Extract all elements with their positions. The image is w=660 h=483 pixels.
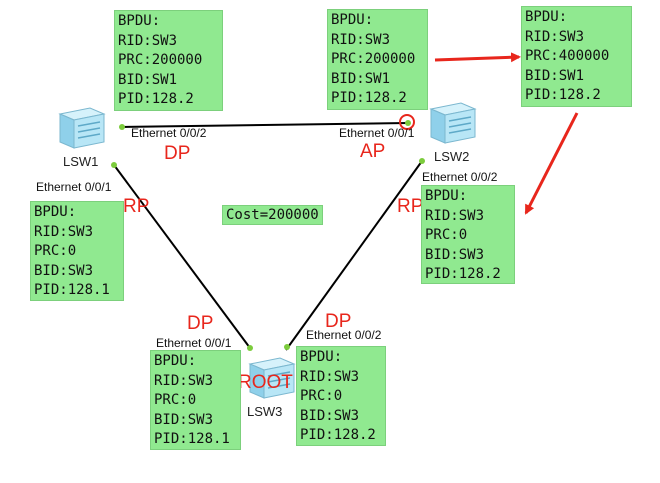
red-arrow-icon bbox=[524, 112, 579, 215]
bpdu-line: PRC:0 bbox=[425, 227, 468, 243]
red-arrow-icon bbox=[434, 52, 521, 63]
link-lsw2-lsw3 bbox=[285, 160, 423, 351]
port-dot-lsw2-e002 bbox=[419, 158, 425, 164]
bpdu-line: RID:SW3 bbox=[154, 372, 214, 389]
bpdu-line: BPDU: bbox=[525, 9, 568, 25]
bpdu-line: RID:SW3 bbox=[425, 207, 485, 224]
bpdu-box: BPDU: RID:SW3 PRC:0 BID:SW3 PID:128.2 bbox=[296, 346, 386, 446]
link-cost-label: Cost=200000 bbox=[222, 205, 323, 225]
port-label-lsw3-e002: Ethernet 0/0/2 bbox=[306, 328, 382, 342]
bpdu-line: RID:SW3 bbox=[34, 223, 94, 240]
bpdu-line: RID:SW3 bbox=[331, 31, 391, 48]
port-label-lsw2-e002: Ethernet 0/0/2 bbox=[422, 170, 498, 184]
bpdu-box: BPDU: RID:SW3 PRC:200000 BID:SW1 PID:128… bbox=[114, 10, 223, 111]
bpdu-line: PID:128.1 bbox=[34, 282, 110, 298]
bpdu-line: PID:128.2 bbox=[525, 87, 601, 103]
bpdu-box: BPDU: RID:SW3 PRC:0 BID:SW3 PID:128.1 bbox=[30, 201, 124, 301]
bpdu-line: PRC:0 bbox=[300, 388, 343, 404]
role-label-lsw2-e002: RP bbox=[397, 196, 424, 217]
device-label-lsw2: LSW2 bbox=[434, 149, 470, 164]
bpdu-line: BPDU: bbox=[300, 349, 343, 365]
bpdu-line: BPDU: bbox=[118, 13, 161, 29]
bpdu-line: BPDU: bbox=[34, 204, 77, 220]
bpdu-line: PRC:200000 bbox=[331, 51, 416, 67]
bpdu-line: PRC:200000 bbox=[118, 52, 203, 68]
bpdu-line: PID:128.2 bbox=[118, 91, 194, 107]
role-label-lsw3-e001: DP bbox=[187, 313, 214, 334]
role-label-lsw1-e001: RP bbox=[123, 196, 150, 217]
bpdu-line: RID:SW3 bbox=[300, 368, 360, 385]
bpdu-box: BPDU: RID:SW3 PRC:200000 BID:SW1 PID:128… bbox=[327, 9, 428, 110]
bpdu-line: RID:SW3 bbox=[118, 32, 178, 49]
bpdu-line: BID:SW1 bbox=[331, 70, 391, 87]
blocked-port-circle-icon bbox=[399, 114, 415, 130]
role-label-lsw1-e002: DP bbox=[164, 143, 191, 164]
network-switch-icon[interactable] bbox=[429, 102, 477, 144]
port-dot-lsw1-e002 bbox=[119, 124, 125, 130]
bpdu-line: PRC:400000 bbox=[525, 48, 610, 64]
bpdu-line: PID:128.2 bbox=[425, 266, 501, 282]
port-label-lsw1-e001: Ethernet 0/0/1 bbox=[36, 180, 112, 194]
port-label-lsw1-e002: Ethernet 0/0/2 bbox=[131, 126, 207, 140]
bpdu-line: BID:SW3 bbox=[300, 407, 360, 424]
bpdu-box: BPDU: RID:SW3 PRC:0 BID:SW3 PID:128.1 bbox=[150, 350, 241, 450]
role-label-lsw3-e002: DP bbox=[325, 311, 352, 332]
port-dot-lsw1-e001 bbox=[111, 162, 117, 168]
bpdu-line: RID:SW3 bbox=[525, 28, 585, 45]
device-label-lsw1: LSW1 bbox=[63, 154, 99, 169]
bpdu-box: BPDU: RID:SW3 PRC:400000 BID:SW1 PID:128… bbox=[521, 6, 632, 107]
link-lsw1-lsw3 bbox=[113, 164, 251, 349]
bpdu-line: BID:SW3 bbox=[425, 246, 485, 263]
port-dot-lsw3-e002 bbox=[284, 344, 290, 350]
device-label-lsw3: LSW3 bbox=[247, 404, 283, 419]
link-lsw1-lsw2 bbox=[121, 122, 409, 128]
bpdu-line: BID:SW1 bbox=[118, 71, 178, 88]
bpdu-line: BID:SW3 bbox=[34, 262, 94, 279]
port-label-lsw2-e001: Ethernet 0/0/1 bbox=[339, 126, 415, 140]
bpdu-line: BPDU: bbox=[154, 353, 197, 369]
network-switch-icon[interactable] bbox=[58, 107, 106, 149]
bpdu-line: BID:SW1 bbox=[525, 67, 585, 84]
bpdu-line: PRC:0 bbox=[34, 243, 77, 259]
bpdu-box: BPDU: RID:SW3 PRC:0 BID:SW3 PID:128.2 bbox=[421, 185, 515, 284]
role-label-lsw2-e001: AP bbox=[360, 141, 386, 162]
bpdu-line: BPDU: bbox=[331, 12, 374, 28]
bpdu-line: BPDU: bbox=[425, 188, 468, 204]
port-dot-lsw2-e001 bbox=[405, 120, 411, 126]
bpdu-line: BID:SW3 bbox=[154, 411, 214, 428]
network-switch-icon[interactable] bbox=[248, 357, 296, 399]
root-bridge-label: ROOT bbox=[238, 372, 293, 393]
bpdu-line: PID:128.2 bbox=[331, 90, 407, 106]
bpdu-line: PID:128.1 bbox=[154, 431, 230, 447]
port-label-lsw3-e001: Ethernet 0/0/1 bbox=[156, 336, 232, 350]
bpdu-line: PID:128.2 bbox=[300, 427, 376, 443]
port-dot-lsw3-e001 bbox=[247, 345, 253, 351]
bpdu-line: PRC:0 bbox=[154, 392, 197, 408]
